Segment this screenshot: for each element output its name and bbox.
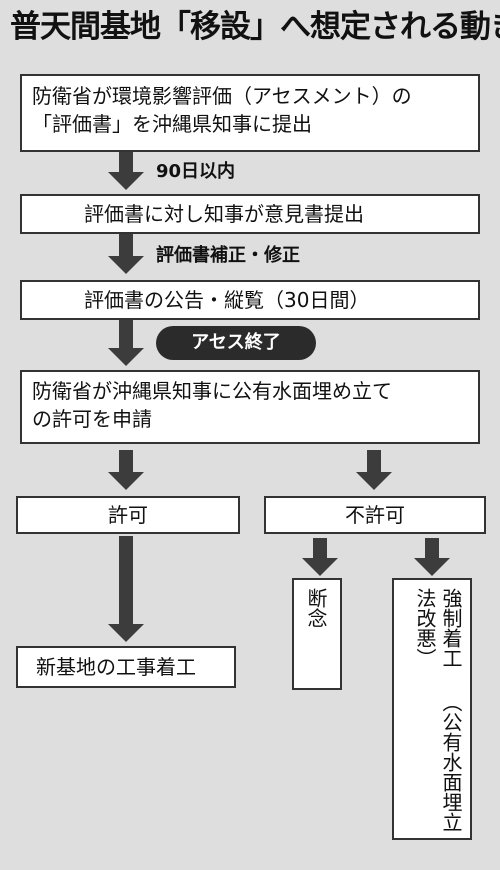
step-landfill-application-line2: の許可を申請	[32, 407, 152, 431]
step-submit-assessment-line2: 「評価書」を沖縄県知事に提出	[32, 112, 312, 136]
step-submit-assessment-box: 防衛省が環境影響評価（アセスメント）の 「評価書」を沖縄県知事に提出	[20, 74, 480, 152]
step-governor-opinion-box: 評価書に対し知事が意見書提出	[20, 194, 480, 234]
down-arrow-to-construction	[108, 536, 144, 642]
assessment-end-badge: アセス終了	[156, 326, 316, 360]
down-arrow-abandon	[302, 538, 338, 576]
down-arrow-1	[108, 152, 144, 190]
forced-construction-line1: 強制着工	[439, 588, 463, 668]
down-arrow-forced	[414, 538, 450, 576]
step-public-notice-text: 評価書の公告・縦覧（30日間）	[84, 288, 370, 312]
permit-box: 許可	[16, 496, 240, 534]
abandon-box: 断念	[292, 578, 342, 690]
no-permit-text: 不許可	[345, 503, 405, 527]
page-title: 普天間基地「移設」へ想定される動き	[10, 9, 500, 45]
down-arrow-no-permit	[356, 450, 392, 490]
no-permit-box: 不許可	[264, 496, 486, 534]
down-arrow-3	[108, 320, 144, 366]
step-governor-opinion-text: 評価書に対し知事が意見書提出	[84, 202, 364, 226]
note-revision: 評価書補正・修正	[156, 245, 300, 266]
forced-construction-line2: （公有水面埋立法改悪）	[413, 588, 463, 832]
new-base-construction-box: 新基地の工事着工	[16, 646, 236, 688]
new-base-construction-text: 新基地の工事着工	[36, 655, 196, 679]
forced-construction-text: 強制着工 （公有水面埋立法改悪）	[412, 588, 464, 838]
step-public-notice-box: 評価書の公告・縦覧（30日間）	[20, 280, 480, 320]
forced-construction-box: 強制着工 （公有水面埋立法改悪）	[392, 578, 472, 840]
step-submit-assessment-line1: 防衛省が環境影響評価（アセスメント）の	[32, 84, 412, 108]
step-landfill-application-box: 防衛省が沖縄県知事に公有水面埋め立て の許可を申請	[20, 370, 480, 444]
note-90-days: 90日以内	[156, 161, 236, 182]
step-landfill-application-line1: 防衛省が沖縄県知事に公有水面埋め立て	[32, 379, 392, 403]
permit-text: 許可	[108, 503, 148, 527]
down-arrow-permit	[108, 450, 144, 490]
down-arrow-2	[108, 234, 144, 274]
abandon-text: 断念	[304, 588, 328, 628]
